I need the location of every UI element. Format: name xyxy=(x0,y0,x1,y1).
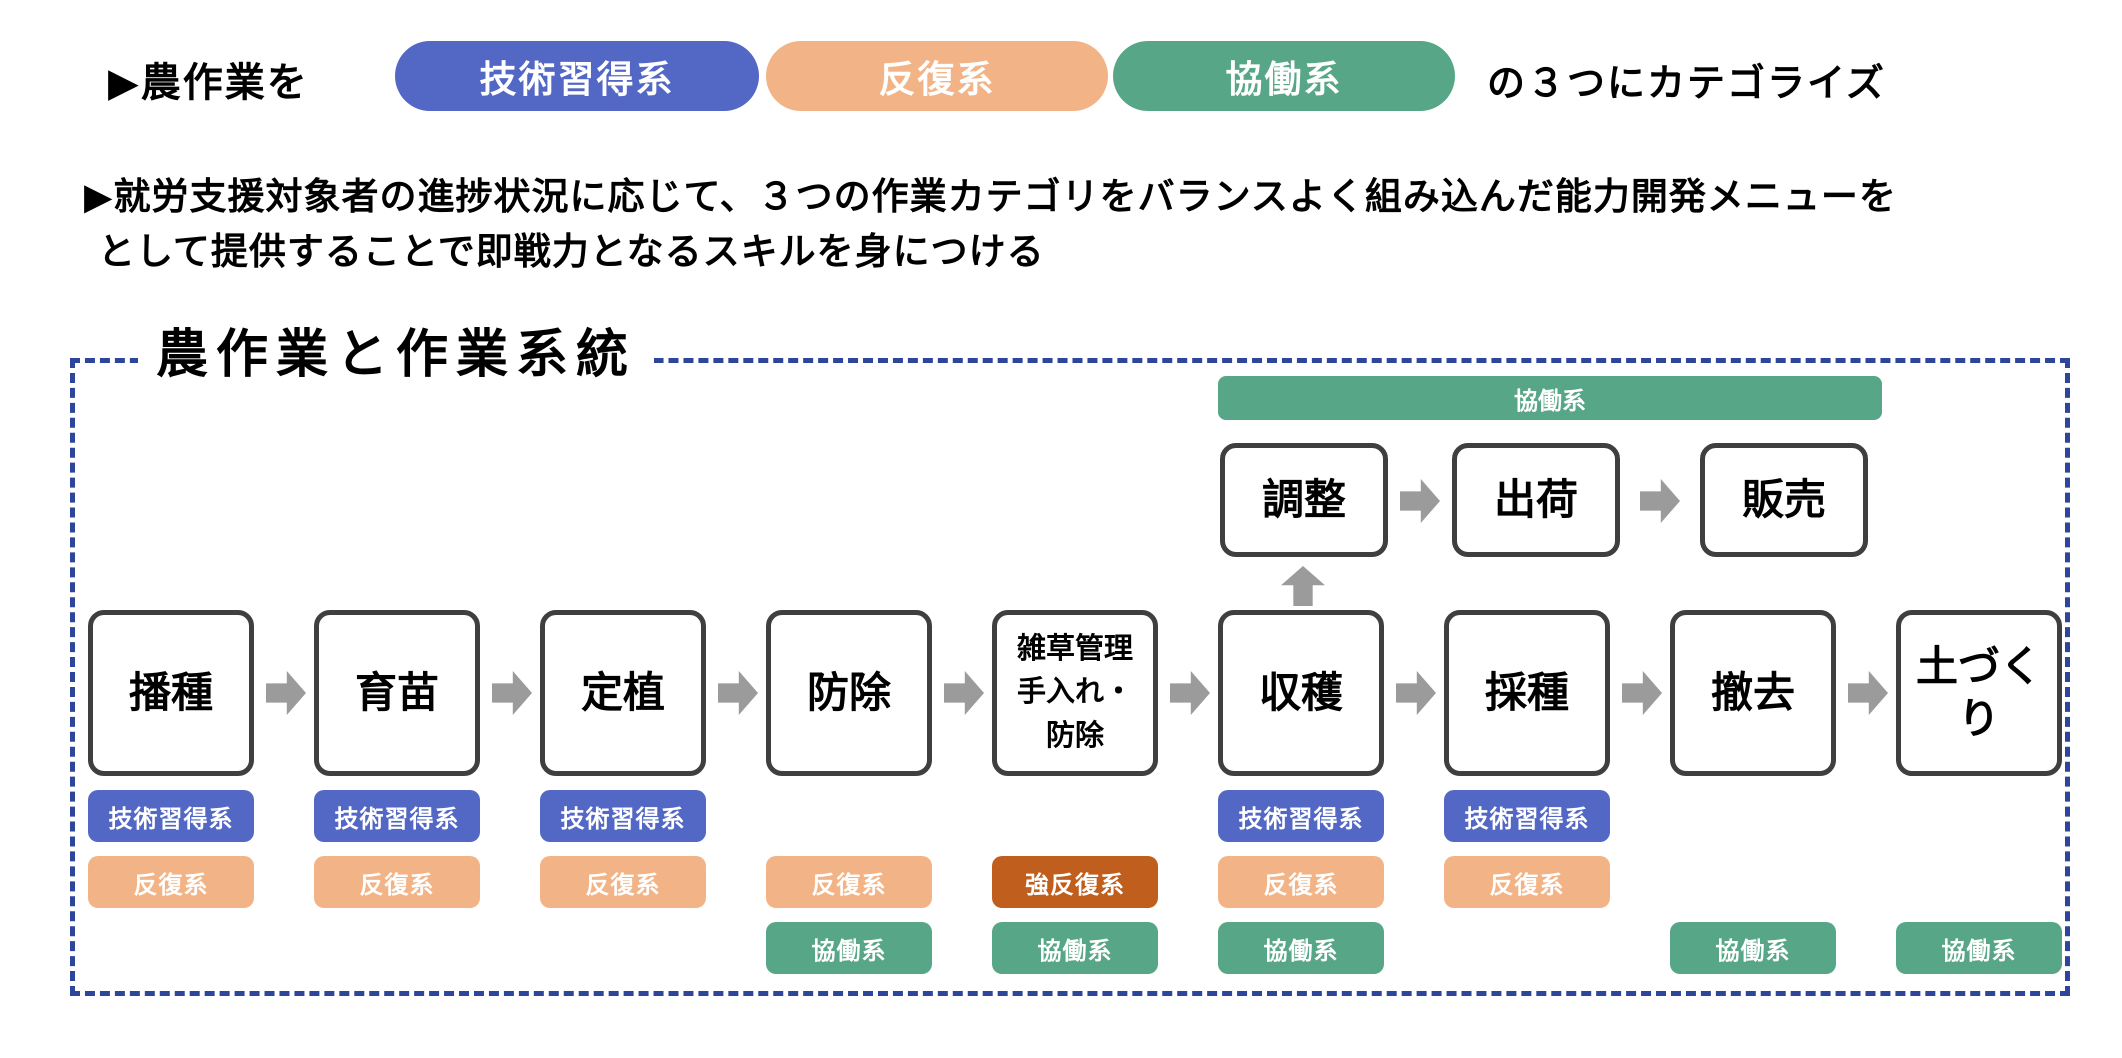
tag-skill: 技術習得系 xyxy=(540,790,706,842)
tag-cooperative: 協働系 xyxy=(992,922,1158,974)
lead-text: ▶農作業を xyxy=(108,61,309,105)
description-line-1: ▶就労支援対象者の進捗状況に応じて、３つの作業カテゴリをバランスよく組み込んだ能… xyxy=(84,176,1897,217)
category-pill-skill: 技術習得系 xyxy=(395,41,759,111)
tag-repeat: 反復系 xyxy=(1218,856,1384,908)
step-column-weed-management: 雑草管理 手入れ・ 防除 強反復系 協働系 xyxy=(992,610,1158,982)
tag-strong-repeat: 強反復系 xyxy=(992,856,1158,908)
category-pill-cooperative: 協働系 xyxy=(1113,41,1455,111)
tag-skill: 技術習得系 xyxy=(1218,790,1384,842)
cooperative-band: 協働系 xyxy=(1218,376,1882,420)
description-line-2: として提供することで即戦力となるスキルを身につける xyxy=(98,231,1045,272)
step-box-seedling: 育苗 xyxy=(314,610,480,776)
step-box-weed-management: 雑草管理 手入れ・ 防除 xyxy=(992,610,1158,776)
step-column-planting: 定植 技術習得系 反復系 xyxy=(540,610,706,982)
diagram-frame xyxy=(70,358,2070,996)
step-box-harvest: 収穫 xyxy=(1218,610,1384,776)
step-box-removal: 撤去 xyxy=(1670,610,1836,776)
tag-repeat: 反復系 xyxy=(540,856,706,908)
tag-repeat: 反復系 xyxy=(314,856,480,908)
step-column-soil-preparation: 土づくり 協働系 xyxy=(1896,610,2062,982)
tag-skill: 技術習得系 xyxy=(314,790,480,842)
step-box-seed-collection: 採種 xyxy=(1444,610,1610,776)
step-box-sowing: 播種 xyxy=(88,610,254,776)
step-column-harvest: 収穫 技術習得系 反復系 協働系 xyxy=(1218,610,1384,982)
tag-repeat: 反復系 xyxy=(766,856,932,908)
tag-skill: 技術習得系 xyxy=(1444,790,1610,842)
step-column-pest-control: 防除 反復系 協働系 xyxy=(766,610,932,982)
step-box-planting: 定植 xyxy=(540,610,706,776)
step-box-soil-preparation: 土づくり xyxy=(1896,610,2062,776)
step-box-adjustment: 調整 xyxy=(1220,443,1388,557)
tag-skill: 技術習得系 xyxy=(88,790,254,842)
tag-cooperative: 協働系 xyxy=(766,922,932,974)
step-box-sales: 販売 xyxy=(1700,443,1868,557)
tag-repeat: 反復系 xyxy=(1444,856,1610,908)
tag-repeat: 反復系 xyxy=(88,856,254,908)
diagram-title: 農作業と作業系統 xyxy=(138,312,655,387)
tag-cooperative: 協働系 xyxy=(1896,922,2062,974)
category-pill-repeat: 反復系 xyxy=(766,41,1108,111)
step-column-sowing: 播種 技術習得系 反復系 xyxy=(88,610,254,982)
step-column-seed-collection: 採種 技術習得系 反復系 xyxy=(1444,610,1610,982)
tag-cooperative: 協働系 xyxy=(1218,922,1384,974)
tail-text: の３つにカテゴライズ xyxy=(1487,63,1886,105)
step-column-removal: 撤去 協働系 xyxy=(1670,610,1836,982)
step-column-seedling: 育苗 技術習得系 反復系 xyxy=(314,610,480,982)
step-box-pest-control: 防除 xyxy=(766,610,932,776)
tag-cooperative: 協働系 xyxy=(1670,922,1836,974)
step-box-shipping: 出荷 xyxy=(1452,443,1620,557)
